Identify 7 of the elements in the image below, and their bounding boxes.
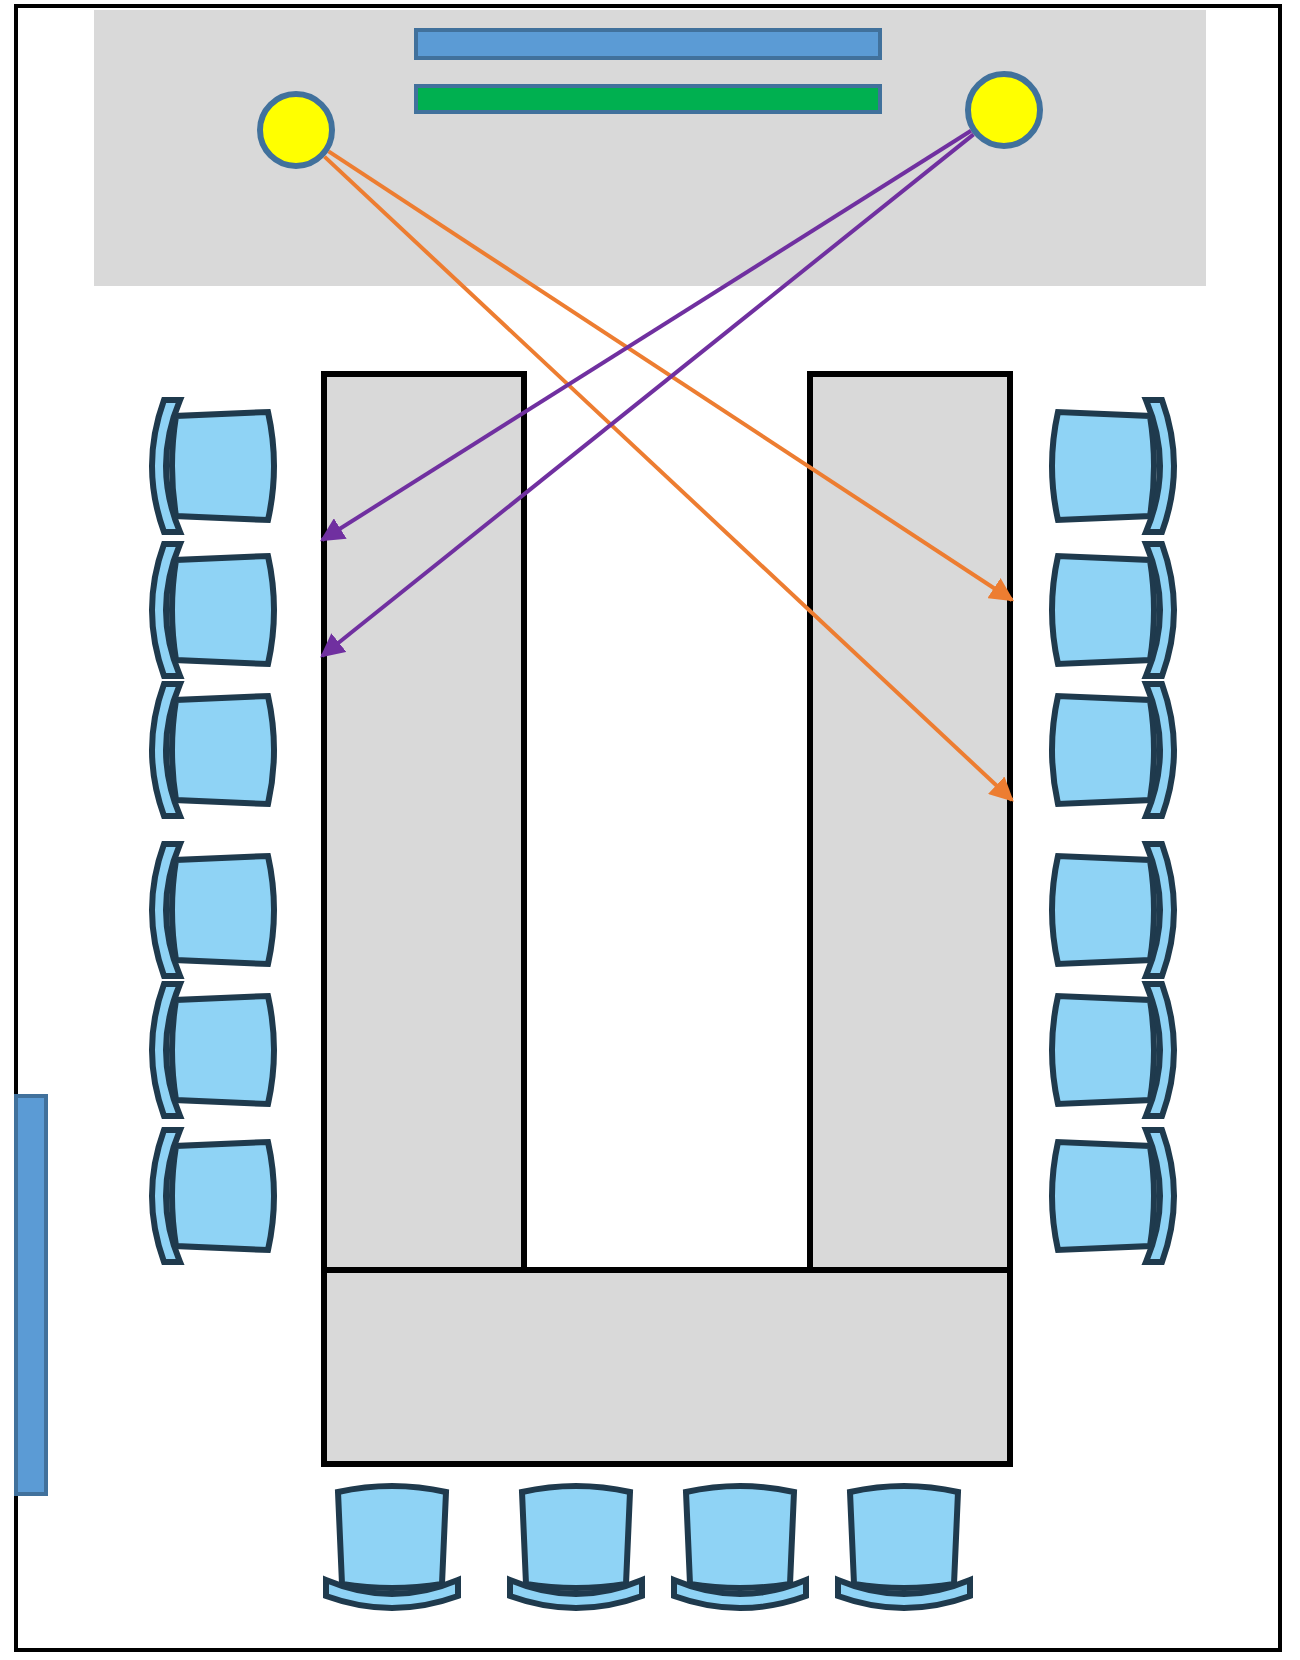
arrow xyxy=(327,149,1014,602)
arrow xyxy=(320,132,975,658)
arrow xyxy=(319,129,973,542)
table-top xyxy=(321,371,527,1273)
arrow xyxy=(323,155,1014,802)
table-top xyxy=(807,371,1013,1273)
table-top xyxy=(321,1267,1013,1467)
